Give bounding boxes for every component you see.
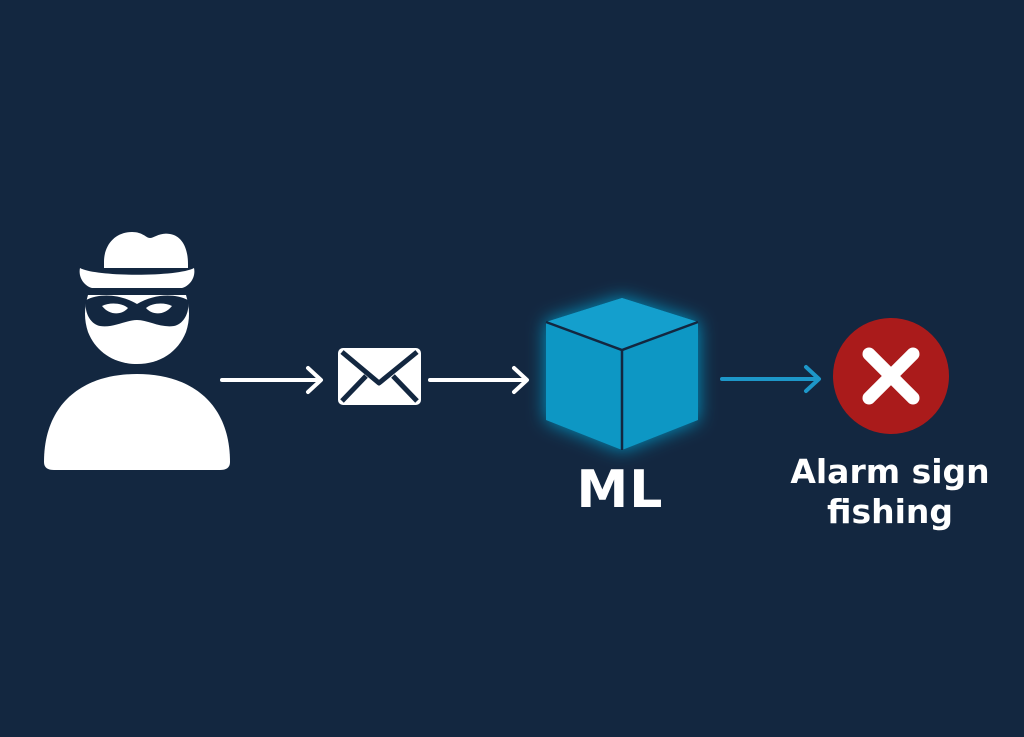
alarm-label-line1: Alarm sign xyxy=(790,452,990,491)
arrow-email-to-ml xyxy=(428,366,529,394)
hacker-icon xyxy=(44,232,230,470)
arrow-attacker-to-email xyxy=(220,366,323,394)
envelope-icon xyxy=(338,348,421,405)
mask-icon xyxy=(85,295,189,327)
alarm-label-line2: fishing xyxy=(826,492,954,531)
arrow-ml-to-result xyxy=(720,365,821,393)
cube-icon xyxy=(545,298,699,450)
ml-label: ML xyxy=(576,460,664,520)
alarm-label: Alarm sign fishing xyxy=(770,452,1010,532)
x-circle-icon xyxy=(833,318,949,434)
